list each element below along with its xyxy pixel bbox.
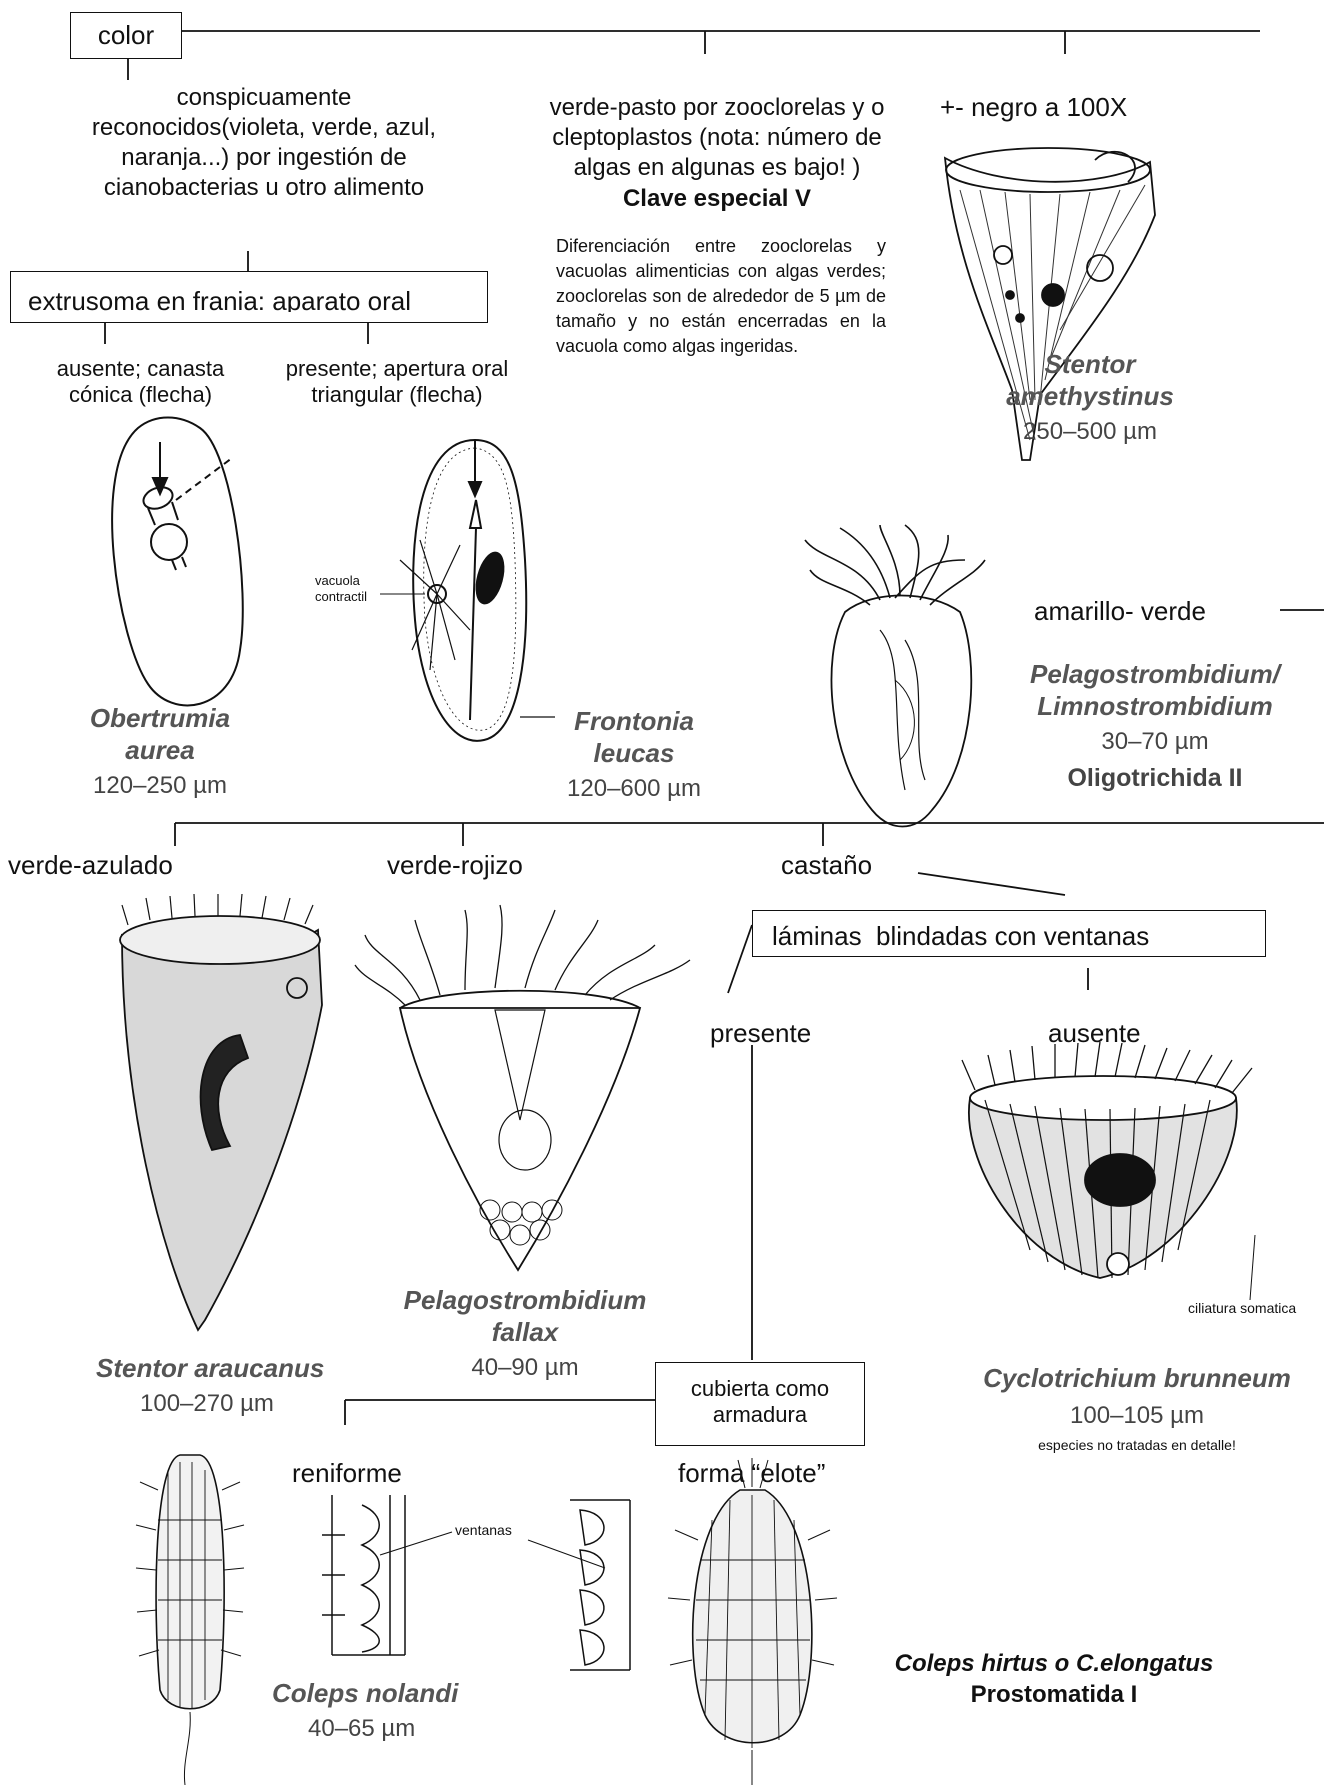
- coleps-nolandi-name: Coleps nolandi: [272, 1677, 458, 1709]
- pelago-limno-size: 30–70 µm: [1010, 727, 1300, 757]
- elote-plate-drawing: [570, 1500, 630, 1670]
- prostomatida-label: Prostomatida I: [864, 1680, 1244, 1709]
- obertrumia-size: 120–250 µm: [60, 771, 260, 801]
- coleps-hirtus-drawing: [668, 1458, 837, 1785]
- especies-no-tratadas-label: especies no tratadas en detalle!: [960, 1437, 1314, 1454]
- coleps-hirtus-label: Coleps hirtus o C.elongatus: [864, 1649, 1244, 1678]
- verde-rojizo-label: verde-rojizo: [387, 850, 523, 880]
- laminas-label: láminas blindadas con ventanas: [772, 921, 1149, 951]
- diferenciacion-note: Diferenciación entre zooclorelas y vacuo…: [556, 234, 886, 359]
- reniforme-plate-drawing: [322, 1495, 405, 1655]
- pelagostrombidium-fallax-drawing: [355, 905, 690, 1270]
- cyclotrichium-name: Cyclotrichium brunneum: [960, 1362, 1314, 1394]
- cyclotrichium-drawing: [962, 1042, 1252, 1278]
- connector-line: [380, 1532, 452, 1555]
- frontonia-name-1: Frontonia: [534, 705, 734, 737]
- connector-line: [918, 873, 1065, 895]
- negro-label: +- negro a 100X: [940, 92, 1127, 122]
- extrusoma-label: extrusoma en frania: aparato oral: [28, 286, 411, 312]
- obertrumia-name-2: aurea: [60, 734, 260, 766]
- verde-azulado-label: verde-azulado: [8, 850, 173, 880]
- color-label: color: [70, 20, 182, 50]
- stentor-amethystinus-name-1: Stentor: [990, 348, 1190, 380]
- obertrumia-name-1: Obertrumia: [60, 702, 260, 734]
- ventanas-label: ventanas: [455, 1522, 512, 1539]
- pelago-fallax-size: 40–90 µm: [380, 1353, 670, 1383]
- stentor-amethystinus-name-2: amethystinus: [990, 380, 1190, 412]
- coleps-nolandi-drawing: [136, 1455, 244, 1785]
- cyclotrichium-size: 100–105 µm: [960, 1401, 1314, 1431]
- pelago-fallax-name-2: fallax: [380, 1316, 670, 1348]
- stentor-araucanus-drawing: [120, 894, 322, 1330]
- frontonia-size: 120–600 µm: [534, 774, 734, 804]
- stentor-araucanus-size: 100–270 µm: [140, 1389, 274, 1419]
- ciliatura-label: ciliatura somatica: [1188, 1300, 1296, 1317]
- castano-label: castaño: [781, 850, 872, 880]
- ausente-label: ausente: [1048, 1018, 1141, 1048]
- presente-label: presente: [710, 1018, 811, 1048]
- verde-pasto-description: verde-pasto por zooclorelas y o cleptopl…: [536, 93, 898, 183]
- vacuola-contractil-label: vacuola contractil: [315, 573, 379, 605]
- stentor-amethystinus-drawing: [945, 148, 1155, 460]
- clave-especial-label: Clave especial V: [536, 184, 898, 213]
- pelagostrombidium-drawing: [805, 525, 985, 827]
- stentor-amethystinus-size: 250–500 µm: [990, 417, 1190, 447]
- violeta-description: conspicuamente reconocidos(violeta, verd…: [88, 83, 440, 203]
- forma-elote-label: forma “elote”: [678, 1458, 825, 1488]
- connector-line: [728, 925, 752, 993]
- frontonia-name-2: leucas: [534, 737, 734, 769]
- connector-line: [1250, 1235, 1255, 1300]
- pelago-limno-name-2: Limnostrombidium: [1010, 690, 1300, 722]
- coleps-nolandi-size: 40–65 µm: [308, 1714, 415, 1744]
- cubierta-label: cubierta como armadura: [675, 1376, 845, 1428]
- frontonia-drawing: [400, 440, 526, 741]
- pelago-fallax-name-1: Pelagostrombidium: [380, 1284, 670, 1316]
- presente-apertura-label: presente; apertura oral triangular (flec…: [272, 356, 522, 408]
- amarillo-verde-label: amarillo- verde: [1034, 596, 1206, 626]
- pelago-limno-name-1: Pelagostrombidium/: [1010, 658, 1300, 690]
- obertrumia-drawing: [112, 418, 243, 706]
- stentor-araucanus-name: Stentor araucanus: [96, 1352, 324, 1384]
- reniforme-label: reniforme: [292, 1458, 402, 1488]
- ausente-canasta-label: ausente; canasta cónica (flecha): [38, 356, 243, 408]
- oligotrichida-label: Oligotrichida II: [1010, 763, 1300, 793]
